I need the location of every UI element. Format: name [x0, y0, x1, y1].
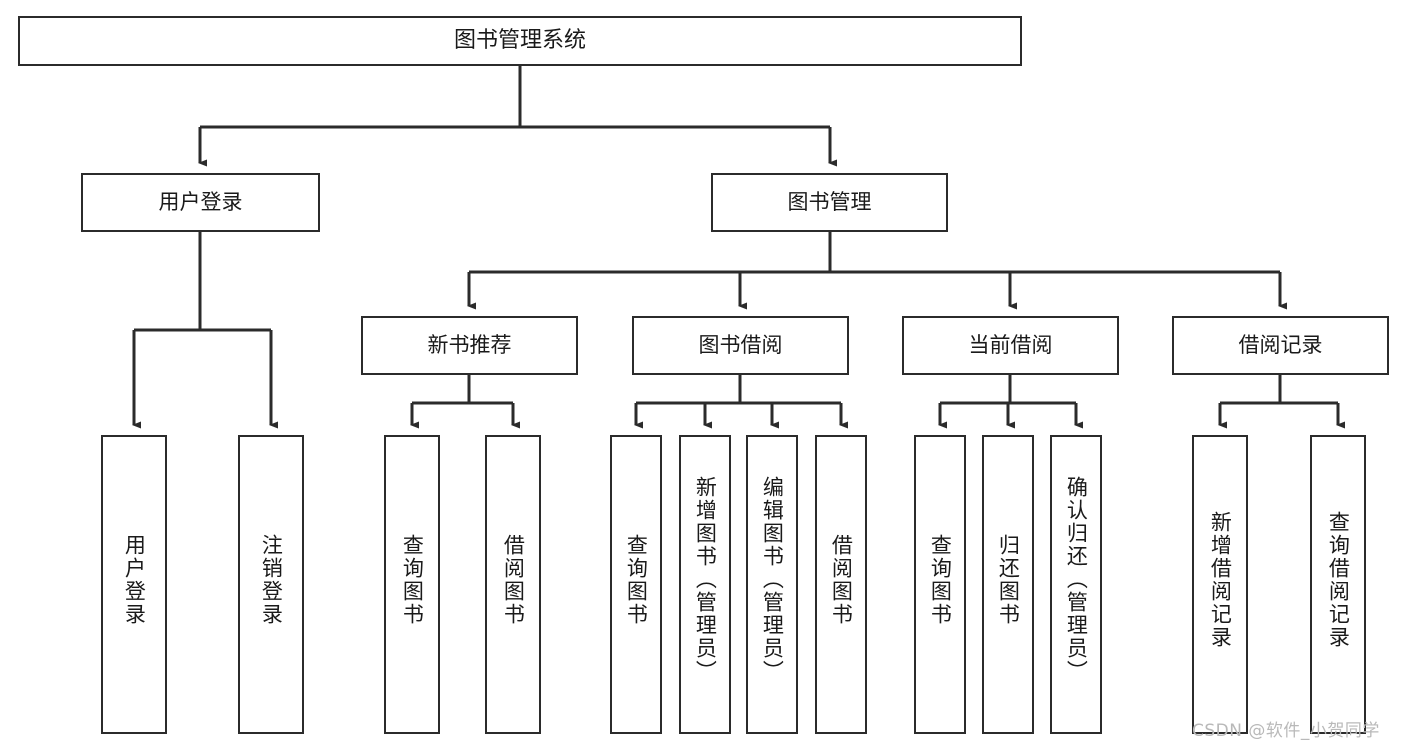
- node-label: 确认归还（管理员）: [1064, 476, 1089, 683]
- node-label: 新增图书（管理员）: [693, 476, 718, 683]
- leaf-node[interactable]: 编辑图书（管理员）: [746, 435, 798, 734]
- leaf-node[interactable]: 查询图书: [384, 435, 440, 734]
- node-label: 图书借阅: [698, 333, 783, 358]
- node-label: 借阅记录: [1238, 333, 1323, 358]
- leaf-node[interactable]: 借阅图书: [485, 435, 541, 734]
- node-label: 用户登录: [158, 190, 243, 215]
- node-label: 当前借阅: [968, 333, 1053, 358]
- node-label: 注销登录: [259, 533, 284, 626]
- node-level3-book-borrow[interactable]: 图书借阅: [632, 316, 849, 375]
- node-label: 新书推荐: [427, 333, 512, 358]
- node-level3-new-book-recommend[interactable]: 新书推荐: [361, 316, 578, 375]
- node-label: 借阅图书: [829, 533, 854, 626]
- node-label: 查询图书: [624, 533, 649, 626]
- node-label: 新增借阅记录: [1208, 510, 1233, 649]
- node-label: 借阅图书: [501, 533, 526, 626]
- node-label: 用户登录: [122, 533, 147, 626]
- leaf-node[interactable]: 查询图书: [610, 435, 662, 734]
- leaf-node[interactable]: 查询借阅记录: [1310, 435, 1366, 734]
- leaf-node[interactable]: 用户登录: [101, 435, 167, 734]
- leaf-node[interactable]: 注销登录: [238, 435, 304, 734]
- node-level3-current-borrow[interactable]: 当前借阅: [902, 316, 1119, 375]
- node-label: 归还图书: [996, 533, 1021, 626]
- leaf-node[interactable]: 查询图书: [914, 435, 966, 734]
- leaf-node[interactable]: 借阅图书: [815, 435, 867, 734]
- node-level3-borrow-records[interactable]: 借阅记录: [1172, 316, 1389, 375]
- node-label: 图书管理: [787, 190, 872, 215]
- leaf-node[interactable]: 新增借阅记录: [1192, 435, 1248, 734]
- node-label: 查询图书: [928, 533, 953, 626]
- leaf-node[interactable]: 确认归还（管理员）: [1050, 435, 1102, 734]
- node-level2-book-management[interactable]: 图书管理: [711, 173, 948, 232]
- node-label: 编辑图书（管理员）: [760, 476, 785, 683]
- leaf-node[interactable]: 新增图书（管理员）: [679, 435, 731, 734]
- node-label: 查询借阅记录: [1326, 510, 1351, 649]
- node-label: 图书管理系统: [453, 28, 586, 54]
- node-label: 查询图书: [400, 533, 425, 626]
- node-root[interactable]: 图书管理系统: [18, 16, 1022, 66]
- leaf-node[interactable]: 归还图书: [982, 435, 1034, 734]
- csdn-watermark: CSDN @软件_小贺同学: [1192, 721, 1380, 741]
- node-level2-user-login[interactable]: 用户登录: [81, 173, 320, 232]
